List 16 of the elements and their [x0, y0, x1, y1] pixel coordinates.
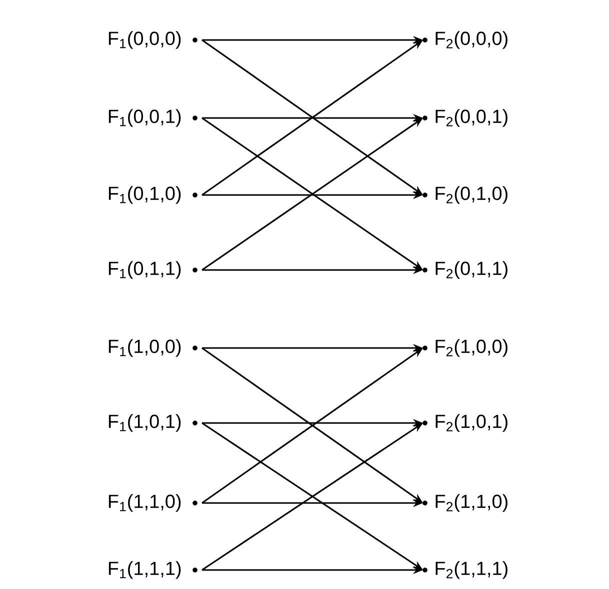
function-label: F$_{1}$(0,1,0): [108, 186, 181, 204]
function-label: F$_{1}$(1,0,1): [108, 414, 181, 432]
function-label: F$_{2}$(1,0,0): [436, 339, 508, 357]
function-label: F$_{2}$(1,1,0): [436, 494, 508, 512]
function-label: F$_{2}$(0,1,0): [436, 186, 508, 204]
function-label: F$_{1}$(0,1,1): [108, 261, 181, 279]
function-label: F$_{2}$(1,1,1): [436, 561, 508, 579]
function-label: F$_{1}$(1,1,0): [108, 494, 181, 512]
function-label: F$_{2}$(0,0,1): [436, 109, 508, 127]
function-label: F$_{1}$(1,0,0): [108, 339, 181, 357]
function-label: F$_{2}$(1,0,1): [436, 414, 508, 432]
function-label: F$_{1}$(0,0,0): [108, 31, 181, 49]
function-label: F$_{2}$(0,0,0): [436, 31, 508, 49]
function-label: F$_{1}$(0,0,1): [108, 109, 181, 127]
function-label: F$_{1}$(1,1,1): [108, 561, 181, 579]
function-label: F$_{2}$(0,1,1): [436, 261, 508, 279]
